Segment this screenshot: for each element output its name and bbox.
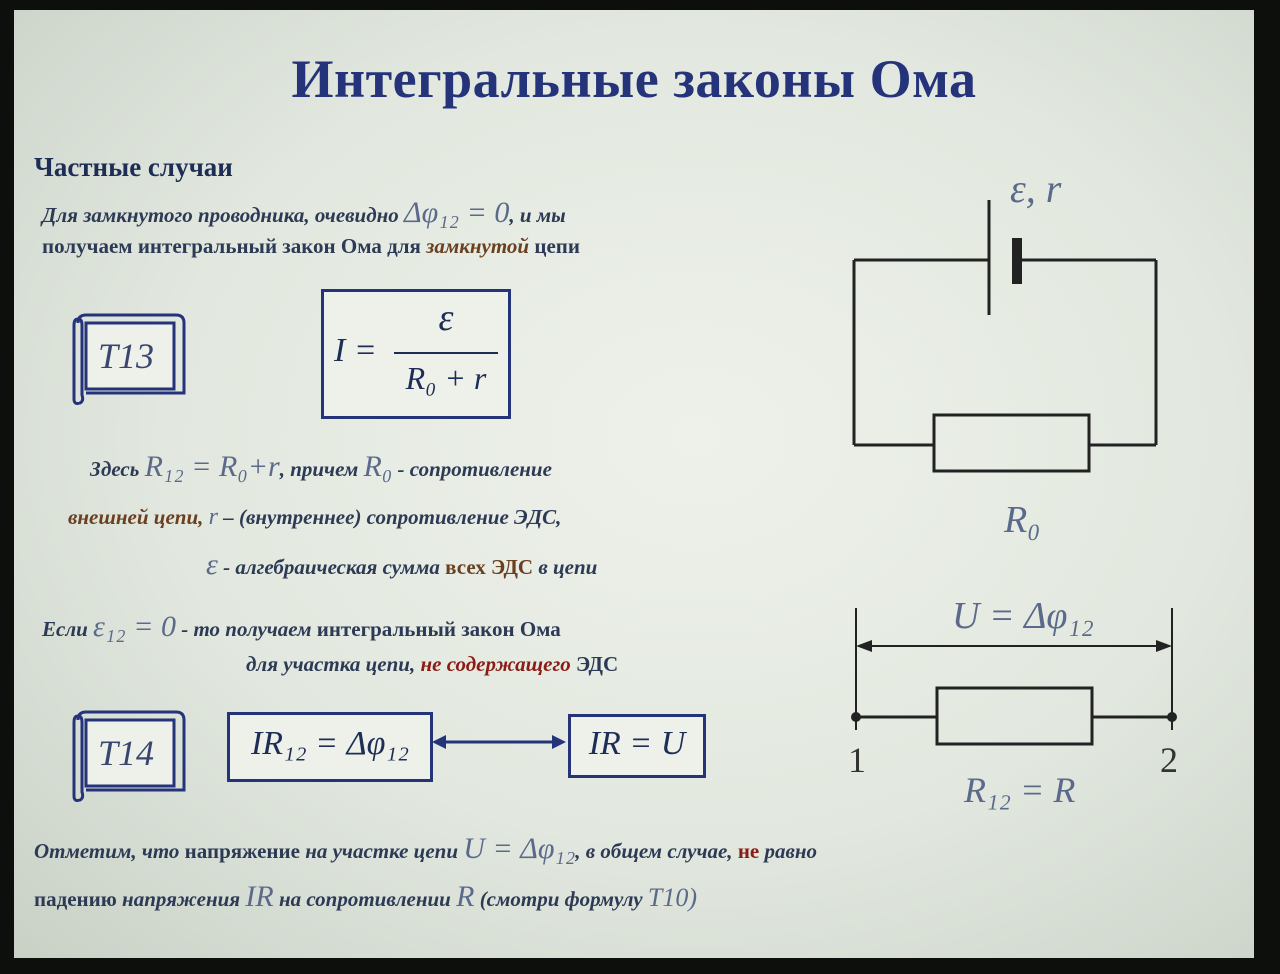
- para3-formula1: ε₁₂ = 0: [93, 610, 176, 643]
- para3-line1: Если ε₁₂ = 0 - то получаем интегральный …: [42, 610, 561, 644]
- formula-main-lhs: I =: [334, 332, 377, 369]
- para4-text-k: (смотри формулу: [479, 887, 643, 911]
- para4-text-g: равно: [764, 839, 818, 863]
- para2-text-g: - алгебраическая сумма: [217, 555, 440, 579]
- formula-main-box: I = ε R₀ + r: [321, 289, 511, 419]
- para4-text-h: падению: [34, 887, 117, 911]
- slide-title: Интегральные законы Ома: [291, 49, 977, 109]
- para1-text-e: цепи: [534, 234, 580, 258]
- circuit-segment-diagram: U = Δφ₁₂ 1 2 R₁₂ = R: [848, 595, 1178, 810]
- para2-text-a: Здесь: [90, 457, 140, 481]
- node-2-label: 2: [1160, 740, 1178, 780]
- para1-text-a: Для замкнутого проводника, очевидно: [42, 203, 399, 227]
- para4-text-e: не: [737, 839, 760, 863]
- para3-text-c: интегральный закон Ома: [316, 617, 561, 641]
- para4-formula4: T10): [647, 883, 697, 912]
- para4-text-b: напряжение: [184, 839, 300, 863]
- para3-text-d: для участка цепи,: [246, 652, 416, 676]
- para2-formula2: R₀: [363, 450, 393, 483]
- node-1-dot: [851, 712, 861, 722]
- para3-text-e: не содержащего: [420, 652, 571, 676]
- para3-text-f: ЭДС: [576, 652, 619, 676]
- para1-text-d: замкнутой: [426, 234, 530, 258]
- para2-text-i: в цепи: [538, 555, 598, 579]
- para3-text-a: Если: [42, 617, 88, 641]
- para2-text-h: всех ЭДС: [445, 555, 534, 579]
- para1-text-b: , и мы: [509, 203, 566, 227]
- para4-text-j: на сопротивлении: [278, 887, 451, 911]
- t14-scroll-icon: T14: [68, 710, 188, 802]
- para4-text-d: , в общем случае,: [575, 839, 733, 863]
- para1-text-c: получаем интегральный закон Ома для: [42, 234, 421, 258]
- formula-main-denominator: R₀ + r: [405, 360, 487, 396]
- slide: Интегральные законы Ома Частные случаи Д…: [14, 10, 1254, 958]
- t13-label: T13: [98, 336, 155, 376]
- formula-right-box: IR = U: [568, 714, 706, 778]
- double-arrow-icon: [432, 732, 566, 752]
- resistor-r12-label: R₁₂ = R: [963, 770, 1075, 810]
- resistor-r0: [932, 413, 1091, 473]
- para3-line2: для участка цепи, не содержащего ЭДС: [246, 652, 618, 677]
- para1-formula: Δφ₁₂ = 0: [404, 196, 510, 229]
- para4-formula3: R: [456, 880, 475, 913]
- para2-text-d: внешней цепи,: [68, 505, 204, 529]
- section-subtitle: Частные случаи: [34, 152, 233, 182]
- battery-short-plate: [1012, 238, 1022, 284]
- para2-line1: Здесь R₁₂ = R₀+r, причем R₀ - сопротивле…: [90, 450, 552, 484]
- para2-formula4: ε: [206, 548, 218, 581]
- para1-line2: получаем интегральный закон Ома для замк…: [42, 234, 580, 259]
- emf-label: ε, r: [1010, 166, 1062, 211]
- para1-line1: Для замкнутого проводника, очевидно Δφ₁₂…: [42, 196, 566, 230]
- closed-circuit-diagram: ε, r R₀: [852, 166, 1158, 541]
- para4-formula1: U = Δφ₁₂: [463, 832, 576, 865]
- resistor-r0-label: R₀: [1003, 499, 1040, 541]
- formula-left: IR₁₂ = Δφ₁₂: [250, 725, 410, 762]
- para4-formula2: IR: [245, 880, 274, 913]
- para2-line2: внешней цепи, r – (внутреннее) сопротивл…: [68, 504, 561, 531]
- para2-formula3: r: [208, 504, 218, 530]
- para2-formula1: R₁₂ = R₀+r: [144, 450, 280, 483]
- fraction-bar: [394, 352, 498, 354]
- para4-text-i: напряжения: [122, 887, 241, 911]
- para2-text-e: – (внутреннее) сопротивление ЭДС,: [217, 505, 562, 529]
- formula-right: IR = U: [588, 725, 686, 762]
- formula-main-numerator: ε: [438, 297, 454, 339]
- para3-text-b: - то получаем: [175, 617, 312, 641]
- para4-text-a: Отметим, что: [34, 839, 180, 863]
- para2-text-c: - сопротивление: [392, 457, 552, 481]
- para2-text-b: , причем: [279, 457, 359, 481]
- para4-line2: падению напряжения IR на сопротивлении R…: [34, 880, 697, 914]
- resistor-r12: [935, 686, 1094, 746]
- formula-left-box: IR₁₂ = Δφ₁₂: [227, 712, 433, 782]
- t14-label: T14: [98, 733, 155, 773]
- node-1-label: 1: [848, 740, 866, 780]
- voltage-label: U = Δφ₁₂: [952, 595, 1094, 637]
- para4-line1: Отметим, что напряжение на участке цепи …: [34, 832, 817, 866]
- t13-scroll-icon: T13: [68, 313, 188, 405]
- para2-line3: ε - алгебраическая сумма всех ЭДС в цепи: [206, 548, 597, 582]
- node-2-dot: [1167, 712, 1177, 722]
- para4-text-c: на участке цепи: [305, 839, 459, 863]
